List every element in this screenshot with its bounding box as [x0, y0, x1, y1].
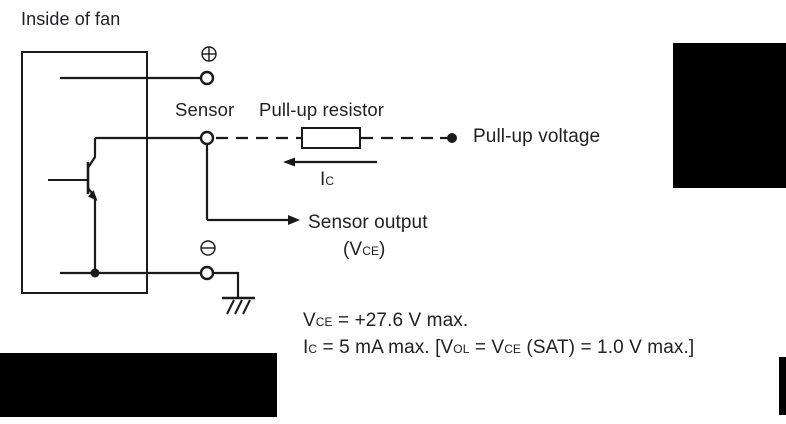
minus-terminal-icon	[200, 240, 216, 256]
fan-enclosure-box	[21, 51, 148, 294]
diagram-title: Inside of fan	[21, 9, 121, 29]
redacted-block-top-right	[673, 43, 786, 188]
plus-terminal	[199, 70, 215, 86]
vce-label: (VCE)	[343, 239, 386, 260]
pullup-voltage-node	[447, 133, 457, 143]
sensor-output-arrow-icon	[288, 215, 300, 225]
ic-arrow-icon	[283, 157, 295, 167]
ic-current-arrow	[283, 157, 377, 167]
pullup-voltage-label: Pull-up voltage	[473, 126, 601, 147]
npn-transistor-icon	[48, 138, 98, 273]
redacted-block-bottom-left	[0, 353, 277, 417]
sensor-label: Sensor	[175, 99, 235, 120]
spec-line-ic-max: IC = 5 mA max. [VOL = VCE (SAT) = 1.0 V …	[303, 337, 695, 358]
sensor-output-wire	[205, 144, 300, 225]
redacted-block-bottom-right	[779, 357, 786, 415]
ground-icon	[222, 296, 255, 315]
minus-terminal	[199, 265, 215, 281]
ground-connection	[213, 271, 255, 315]
pullup-resistor-label: Pull-up resistor	[259, 99, 384, 120]
spec-line-vce-max: VCE = +27.6 V max.	[303, 310, 469, 331]
sensor-terminal	[199, 130, 215, 146]
ic-current-label: IC	[320, 169, 335, 190]
resistor-icon	[301, 127, 361, 149]
plus-terminal-icon	[201, 46, 217, 62]
junction-dot	[90, 268, 100, 278]
sensor-output-label: Sensor output	[308, 212, 428, 233]
